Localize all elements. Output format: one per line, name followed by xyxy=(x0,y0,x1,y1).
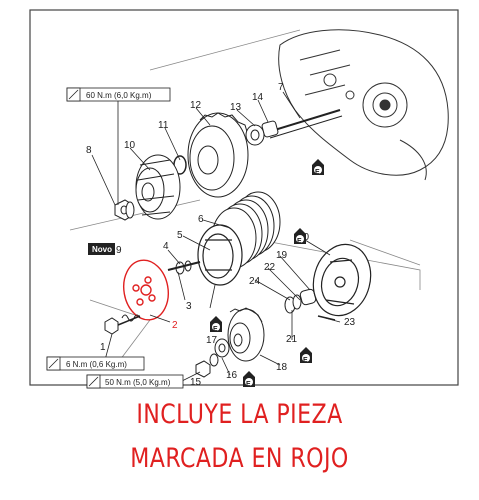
part-clutch-boss-10 xyxy=(135,154,181,220)
lube-marker-4: E xyxy=(300,347,312,364)
background-guide-lines xyxy=(69,29,421,361)
label-part-9: 9 xyxy=(116,245,122,256)
label-part-22: 22 xyxy=(264,262,276,273)
caption-line-1: INCLUYE LA PIEZA xyxy=(136,399,343,430)
label-part-15: 15 xyxy=(190,377,202,388)
part-washer-16 xyxy=(209,353,219,367)
wrench-icon xyxy=(48,358,59,369)
part-spacer-13 xyxy=(245,124,265,146)
label-part-12: 12 xyxy=(190,100,202,111)
torque-spec-6: 6 N.m (0,6 Kg.m) xyxy=(46,356,145,371)
lube-marker-2: E xyxy=(210,316,222,333)
lube-marker-1-text: E xyxy=(315,169,320,176)
label-part-2: 2 xyxy=(172,320,178,331)
part-washer-9 xyxy=(125,201,135,219)
label-part-17: 17 xyxy=(206,335,218,346)
wrench-icon xyxy=(68,89,79,100)
label-part-4: 4 xyxy=(163,241,169,252)
lube-marker-2-text: E xyxy=(213,326,218,333)
label-part-16: 16 xyxy=(226,370,238,381)
novo-badge-text: Novo xyxy=(92,245,112,254)
engine-case-outline xyxy=(278,29,449,181)
wrench-icon xyxy=(88,376,99,387)
caption-line-2: MARCADA EN ROJO xyxy=(130,443,349,474)
label-part-13: 13 xyxy=(230,102,242,113)
part-spacer-17 xyxy=(214,338,230,358)
lube-marker-3: E xyxy=(294,228,306,245)
part-plate-2-highlighted xyxy=(123,259,169,321)
label-part-21: 21 xyxy=(286,334,298,345)
label-part-7: 7 xyxy=(278,82,284,93)
part-washer-21 xyxy=(284,294,302,314)
novo-badge: Novo xyxy=(88,243,115,255)
label-part-6: 6 xyxy=(198,214,204,225)
lube-marker-4-text: E xyxy=(303,357,308,364)
label-part-5: 5 xyxy=(177,230,183,241)
part-gear-18 xyxy=(227,307,265,362)
part-pressure-plate-5 xyxy=(197,224,243,286)
lube-marker-3-text: E xyxy=(297,238,302,245)
part-cover-20 xyxy=(312,243,372,317)
torque-spec-50-text: 50 N.m (5,0 Kg.m) xyxy=(105,378,171,387)
torque-spec-60-text: 60 N.m (6,0 Kg.m) xyxy=(86,91,152,100)
lube-marker-1: E xyxy=(312,159,324,176)
part-bolt-1 xyxy=(104,314,141,335)
leader-lines xyxy=(91,91,341,383)
part-gear-12 xyxy=(187,112,249,198)
torque-spec-50: 50 N.m (5,0 Kg.m) xyxy=(86,374,184,389)
part-nut-15 xyxy=(195,360,211,378)
part-bolt-3 xyxy=(167,261,201,271)
part-number-labels: 1 2 3 4 5 6 7 8 9 10 11 12 13 14 15 16 1… xyxy=(86,82,356,388)
part-collar-14 xyxy=(261,120,279,138)
lube-marker-5-text: E xyxy=(246,381,251,388)
label-part-18: 18 xyxy=(276,362,288,373)
lube-marker-5: E xyxy=(243,371,255,388)
label-part-1: 1 xyxy=(100,342,106,353)
label-part-3: 3 xyxy=(186,301,192,312)
label-part-23: 23 xyxy=(344,317,356,328)
label-part-19: 19 xyxy=(276,250,288,261)
part-shaft-7 xyxy=(267,109,343,139)
torque-spec-60: 60 N.m (6,0 Kg.m) xyxy=(66,87,171,102)
label-part-14: 14 xyxy=(252,92,264,103)
torque-spec-6-text: 6 N.m (0,6 Kg.m) xyxy=(66,360,127,369)
label-part-11: 11 xyxy=(158,120,169,131)
label-part-8: 8 xyxy=(86,145,92,156)
label-part-24: 24 xyxy=(249,276,261,287)
label-part-10: 10 xyxy=(124,140,136,151)
